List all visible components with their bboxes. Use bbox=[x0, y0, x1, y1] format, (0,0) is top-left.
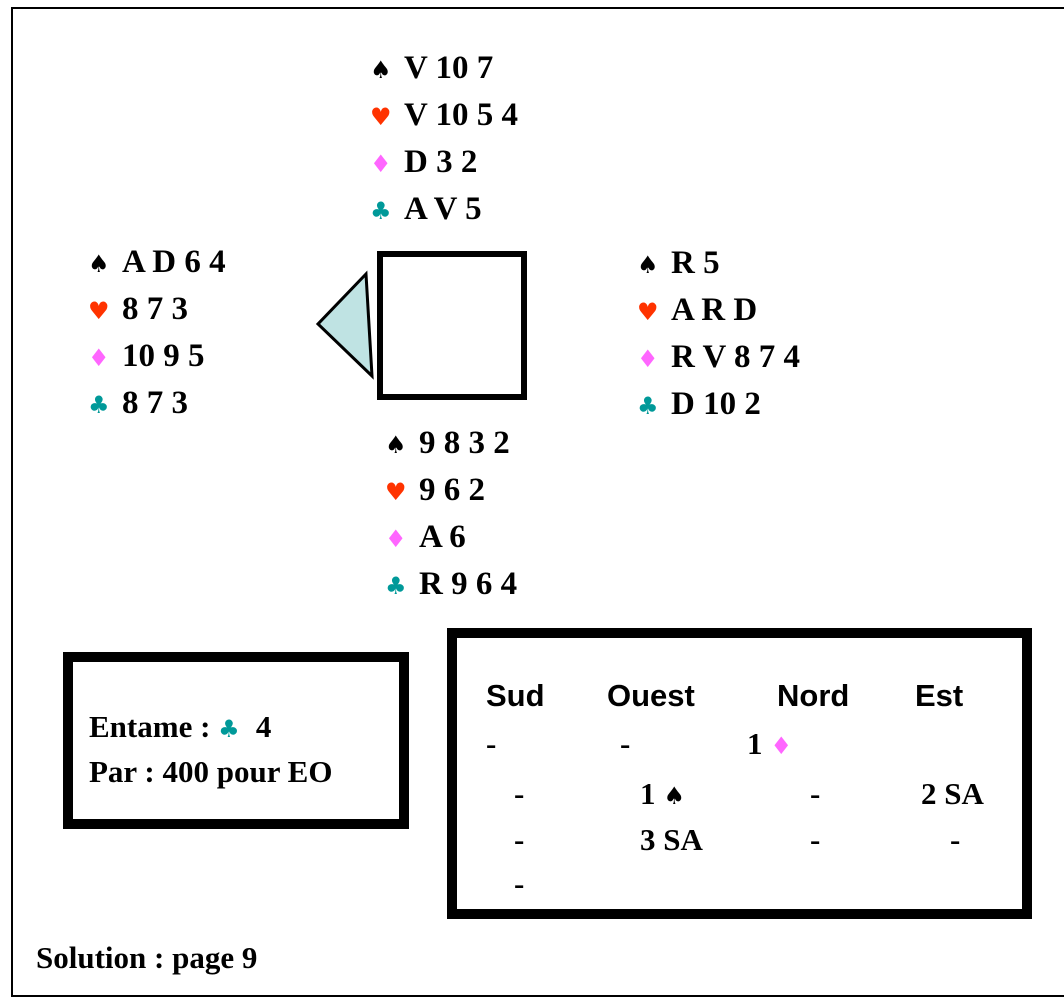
south-spades: ♠9 8 3 2 bbox=[385, 420, 517, 467]
lead-line: Entame : ♣ 4 bbox=[89, 709, 271, 745]
spade-icon: ♠ bbox=[370, 56, 392, 84]
hand-east: ♠R 5 ♥A R D ♦R V 8 7 4 ♣D 10 2 bbox=[637, 240, 800, 428]
west-spades: ♠A D 6 4 bbox=[88, 239, 226, 286]
dealer-arrow-icon bbox=[315, 270, 374, 380]
heart-icon: ♥ bbox=[88, 297, 110, 325]
east-hearts: ♥A R D bbox=[637, 287, 800, 334]
bid: - bbox=[514, 776, 525, 811]
bid: - bbox=[486, 726, 497, 761]
bid: - bbox=[950, 822, 961, 857]
spade-icon: ♠ bbox=[663, 782, 686, 810]
spade-icon: ♠ bbox=[88, 250, 110, 278]
club-icon: ♣ bbox=[637, 392, 659, 420]
club-icon: ♣ bbox=[88, 391, 110, 419]
east-diamonds: ♦R V 8 7 4 bbox=[637, 334, 800, 381]
spade-icon: ♠ bbox=[637, 251, 659, 279]
club-icon: ♣ bbox=[370, 197, 392, 225]
bid-north-1: 1♦ bbox=[747, 726, 793, 761]
bid: 2 SA bbox=[921, 776, 984, 811]
west-diamonds: ♦10 9 5 bbox=[88, 333, 226, 380]
east-clubs: ♣D 10 2 bbox=[637, 381, 800, 428]
heart-icon: ♥ bbox=[370, 103, 392, 131]
hand-west: ♠A D 6 4 ♥8 7 3 ♦10 9 5 ♣8 7 3 bbox=[88, 239, 226, 427]
diamond-icon: ♦ bbox=[637, 345, 659, 373]
header-east: Est bbox=[915, 678, 964, 713]
lead-card: 4 bbox=[255, 709, 272, 744]
lead-info-box: Entame : ♣ 4 Par : 400 pour EO bbox=[63, 652, 409, 829]
diamond-icon: ♦ bbox=[385, 525, 407, 553]
club-icon: ♣ bbox=[218, 715, 240, 743]
bidding-box: Sud Ouest Nord Est - - 1♦ - 1♠ - 2 SA - … bbox=[447, 628, 1032, 919]
north-hearts: ♥V 10 5 4 bbox=[370, 92, 518, 139]
heart-icon: ♥ bbox=[385, 478, 407, 506]
club-icon: ♣ bbox=[385, 572, 407, 600]
bid: 3 SA bbox=[640, 822, 703, 857]
north-clubs: ♣A V 5 bbox=[370, 186, 518, 233]
bridge-table bbox=[377, 251, 527, 400]
north-diamonds: ♦D 3 2 bbox=[370, 139, 518, 186]
spade-icon: ♠ bbox=[385, 431, 407, 459]
south-hearts: ♥9 6 2 bbox=[385, 467, 517, 514]
bid: - bbox=[810, 776, 821, 811]
header-south: Sud bbox=[486, 678, 545, 713]
hand-north: ♠V 10 7 ♥V 10 5 4 ♦D 3 2 ♣A V 5 bbox=[370, 45, 518, 233]
header-west: Ouest bbox=[607, 678, 695, 713]
hand-south: ♠9 8 3 2 ♥9 6 2 ♦A 6 ♣R 9 6 4 bbox=[385, 420, 517, 608]
solution-note: Solution : page 9 bbox=[36, 940, 258, 975]
bid: - bbox=[810, 822, 821, 857]
west-clubs: ♣8 7 3 bbox=[88, 380, 226, 427]
south-clubs: ♣R 9 6 4 bbox=[385, 561, 517, 608]
bid: - bbox=[514, 822, 525, 857]
diamond-icon: ♦ bbox=[88, 344, 110, 372]
header-north: Nord bbox=[777, 678, 850, 713]
bid: - bbox=[514, 866, 525, 901]
lead-label: Entame : bbox=[89, 709, 211, 744]
north-spades: ♠V 10 7 bbox=[370, 45, 518, 92]
east-spades: ♠R 5 bbox=[637, 240, 800, 287]
diamond-icon: ♦ bbox=[370, 150, 392, 178]
west-hearts: ♥8 7 3 bbox=[88, 286, 226, 333]
heart-icon: ♥ bbox=[637, 298, 659, 326]
dealer-arrow-shape bbox=[315, 270, 374, 380]
south-diamonds: ♦A 6 bbox=[385, 514, 517, 561]
bid-west-1: 1♠ bbox=[640, 776, 686, 811]
bid: - bbox=[620, 726, 631, 761]
diamond-icon: ♦ bbox=[770, 732, 793, 760]
par-line: Par : 400 pour EO bbox=[89, 754, 333, 789]
